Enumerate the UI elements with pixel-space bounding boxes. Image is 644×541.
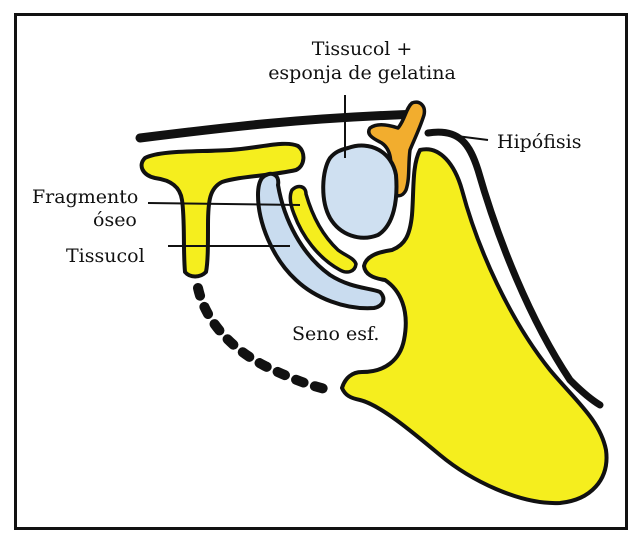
label-tissucol-gelatina-1: Tissucol + <box>312 38 413 60</box>
label-fragmento-1: Fragmento <box>32 186 138 208</box>
label-tissucol: Tissucol <box>66 245 145 267</box>
label-hipofisis: Hipófisis <box>497 131 582 153</box>
label-seno: Seno esf. <box>292 323 379 345</box>
tissucol-sponge-blob <box>323 146 396 238</box>
label-fragmento-2: óseo <box>93 209 137 231</box>
label-tissucol-gelatina-2: esponja de gelatina <box>268 62 456 84</box>
